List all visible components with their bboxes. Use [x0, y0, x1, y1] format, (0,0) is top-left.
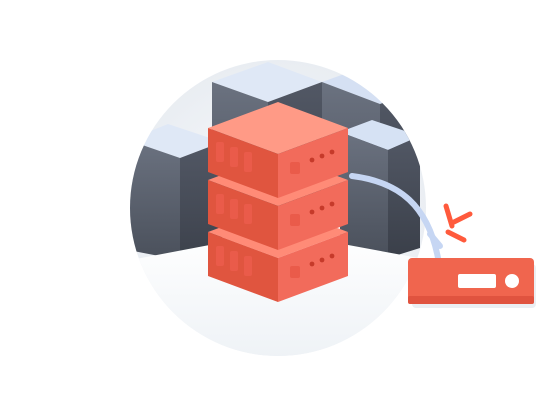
server-vent-slot — [230, 147, 238, 167]
device-slot — [458, 274, 496, 288]
server-led — [309, 261, 315, 267]
server-vent-slot — [216, 142, 224, 162]
network-device-icon — [408, 258, 536, 308]
background-server-block — [130, 124, 222, 272]
server-unit — [208, 102, 348, 198]
device-indicator-light — [505, 274, 519, 288]
server-port — [290, 162, 300, 174]
background-server-block — [340, 120, 420, 258]
server-stack-icon — [208, 102, 348, 302]
disconnect-spark-icon — [427, 203, 473, 249]
server-vent-slot — [230, 251, 238, 271]
server-led — [319, 205, 325, 211]
server-left-face — [208, 232, 278, 302]
server-led — [309, 209, 315, 215]
server-led — [329, 149, 335, 155]
server-left-face — [208, 180, 278, 250]
server-vent-slot — [244, 256, 252, 276]
server-led — [309, 157, 315, 163]
server-port — [290, 214, 300, 226]
server-front-face — [278, 128, 348, 198]
server-vent-slot — [216, 194, 224, 214]
server-led — [329, 201, 335, 207]
server-port — [290, 266, 300, 278]
server-front-face — [278, 232, 348, 302]
server-left-face — [208, 128, 278, 198]
server-led — [319, 153, 325, 159]
server-vent-slot — [244, 152, 252, 172]
server-led — [329, 253, 335, 259]
server-vent-slot — [230, 199, 238, 219]
server-led — [319, 257, 325, 263]
server-vent-slot — [216, 246, 224, 266]
server-vent-slot — [244, 204, 252, 224]
server-front-face — [278, 180, 348, 250]
